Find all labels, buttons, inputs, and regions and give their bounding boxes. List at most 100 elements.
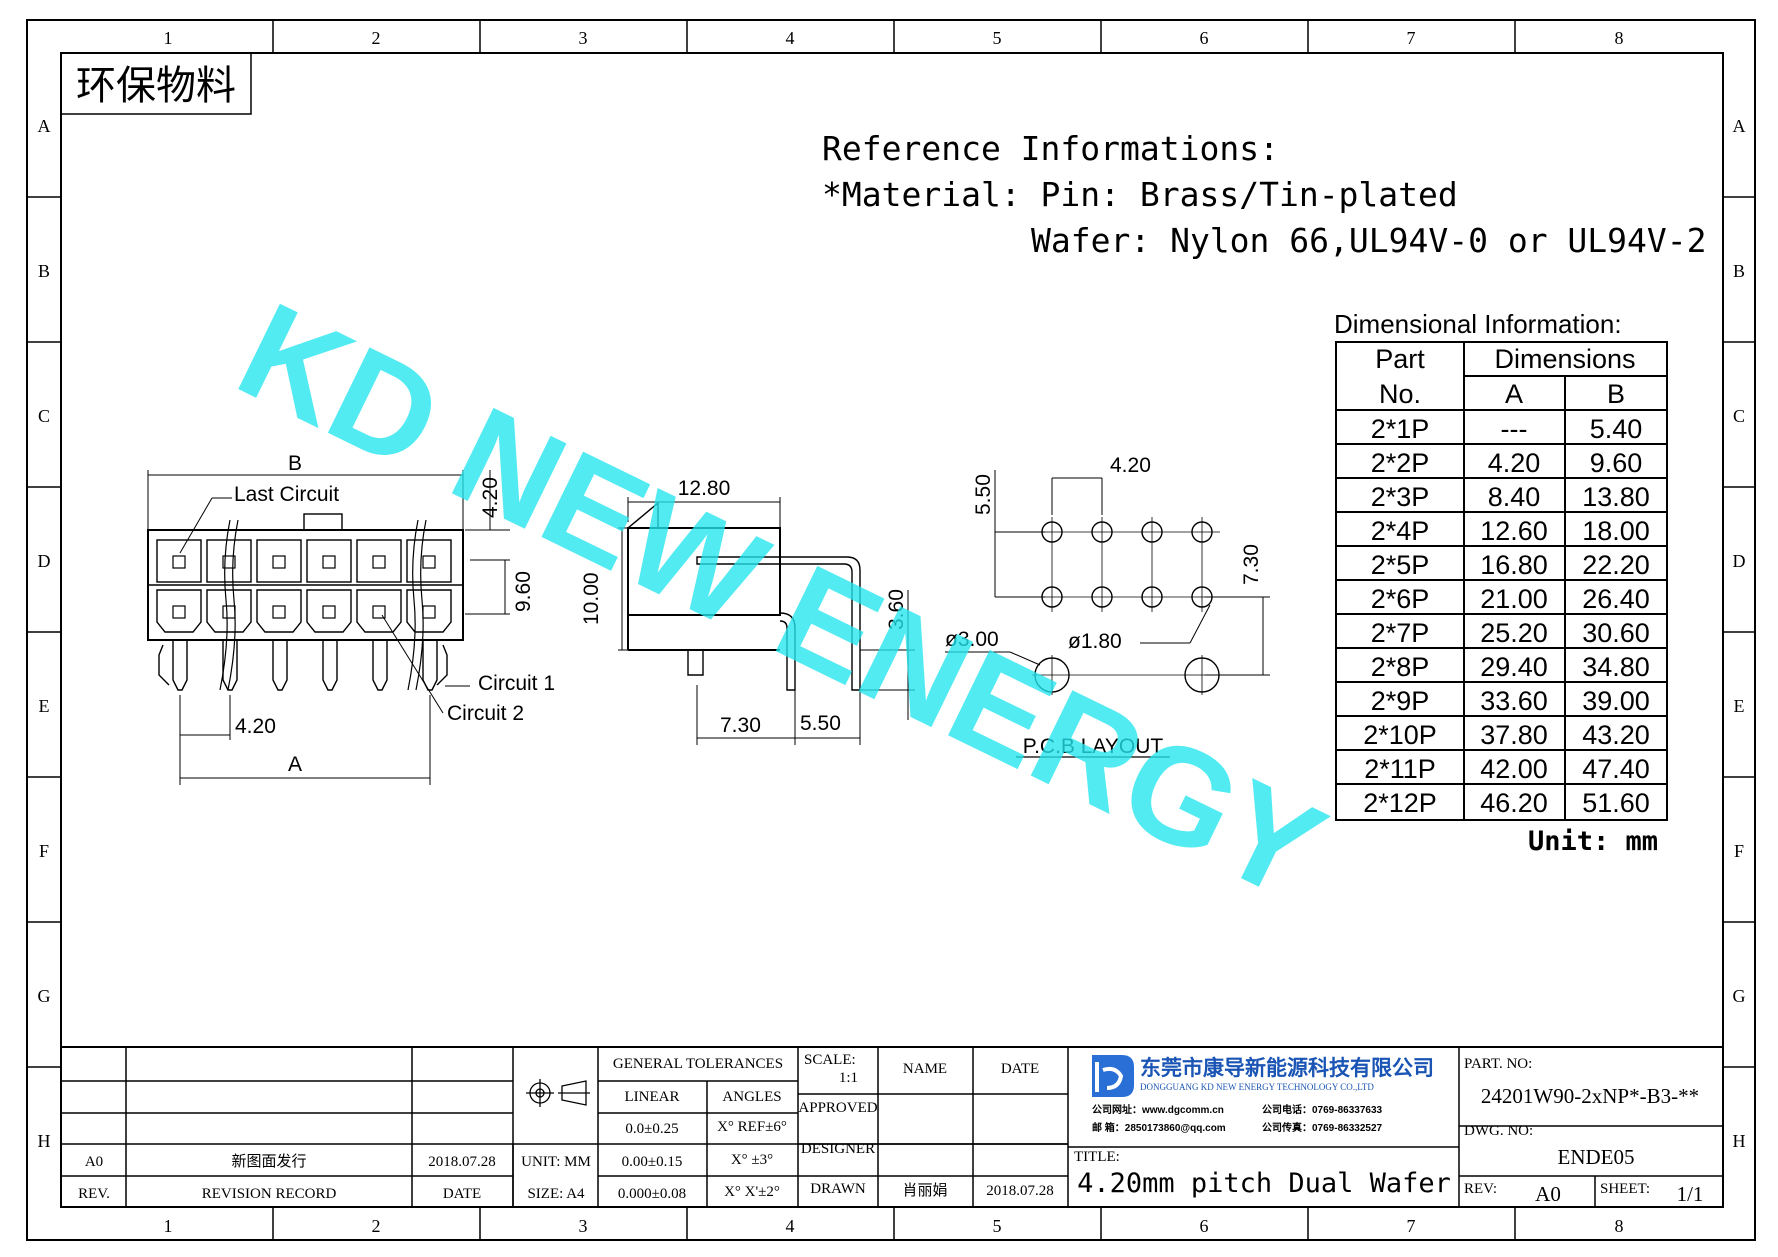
- scale-value: 1:1: [839, 1070, 858, 1086]
- dim-550-side: 5.50: [800, 712, 841, 735]
- angle-tol-2: X° ±3°: [731, 1152, 773, 1168]
- linear-tol-1: 0.0±0.25: [625, 1121, 678, 1137]
- rev-label: REV:: [1464, 1181, 1497, 1197]
- dim-960: 9.60: [512, 571, 535, 612]
- pcb-dim-phi180: ø1.80: [1068, 630, 1122, 653]
- table-row-part: 2*8P: [1371, 652, 1430, 682]
- date-col: DATE: [1001, 1061, 1039, 1077]
- row-label: E: [39, 696, 50, 716]
- unit-mm: UNIT: MM: [521, 1154, 591, 1170]
- col-label: 2: [372, 1216, 381, 1236]
- table-row-part: 2*2P: [1371, 448, 1430, 478]
- col-label: 5: [993, 1216, 1002, 1236]
- pcb-dim-730: 7.30: [1240, 544, 1263, 585]
- drawn-name: 肖丽娟: [902, 1182, 947, 1199]
- material-line: *Material: Pin: Brass/Tin-plated: [822, 175, 1458, 214]
- company-cn: 东莞市康导新能源科技有限公司: [1140, 1056, 1434, 1080]
- front-cavities: [156, 539, 452, 633]
- row-labels: A B C D E F G H A B C D E F G H: [38, 116, 1746, 1151]
- front-leads: [158, 640, 448, 691]
- table-row-part: 2*1P: [1371, 414, 1430, 444]
- rev-record-text: 新图面发行: [231, 1153, 306, 1170]
- pcb-dim-420: 4.20: [1110, 454, 1151, 477]
- table-row-part: 2*11P: [1364, 754, 1436, 784]
- table-row-a: 16.80: [1480, 550, 1548, 580]
- angle-tol-3: X° X'±2°: [724, 1184, 780, 1200]
- row-label: E: [1734, 696, 1745, 716]
- column-labels: 1 2 3 4 5 6 7 8 1 2 3 4 5 6 7 8: [164, 28, 1624, 1236]
- table-row-part: 2*7P: [1371, 618, 1430, 648]
- table-row-a: 29.40: [1480, 652, 1548, 682]
- col-label: 7: [1407, 1216, 1416, 1236]
- row-label: C: [1733, 406, 1745, 426]
- table-row-b: 18.00: [1582, 516, 1650, 546]
- row-label: A: [38, 116, 51, 136]
- table-row-a: 21.00: [1480, 584, 1548, 614]
- drawing-title: 4.20mm pitch Dual Wafer: [1077, 1168, 1451, 1199]
- row-label: A: [1733, 116, 1746, 136]
- col-label: 3: [579, 1216, 588, 1236]
- table-row-part: 2*6P: [1371, 584, 1430, 614]
- watermark: KD NEW ENERGY: [217, 274, 1346, 930]
- drawn-label: DRAWN: [810, 1181, 866, 1197]
- rev-value: A0: [1535, 1182, 1561, 1206]
- pcb-dim-phi300: ø3.00: [945, 628, 999, 651]
- dim-1280: 12.80: [678, 477, 731, 500]
- scale-label: SCALE:: [804, 1052, 856, 1068]
- row-label: H: [38, 1131, 51, 1151]
- side-view-labels: 12.80 10.00 3.60 7.30 5.50: [580, 477, 908, 737]
- table-row-b: 22.20: [1582, 550, 1650, 580]
- drawn-date: 2018.07.28: [986, 1183, 1054, 1199]
- size-a4: SIZE: A4: [527, 1186, 585, 1202]
- rev-a0: A0: [85, 1154, 103, 1170]
- sheet-value: 1/1: [1677, 1182, 1704, 1206]
- table-row-b: 5.40: [1590, 414, 1643, 444]
- row-label: G: [38, 986, 51, 1006]
- col-label: 4: [786, 28, 795, 48]
- pcb-dim-550: 5.50: [972, 474, 995, 515]
- col-label: 1: [164, 1216, 173, 1236]
- dim-table-title: Dimensional Information:: [1334, 309, 1622, 339]
- table-row-a: 4.20: [1488, 448, 1541, 478]
- col-label: 4: [786, 1216, 795, 1236]
- col-label: 2: [372, 28, 381, 48]
- part-no-value: 24201W90-2xNP*-B3-**: [1481, 1084, 1699, 1108]
- linear-tol-3: 0.000±0.08: [618, 1186, 686, 1202]
- col-label: 6: [1200, 28, 1209, 48]
- col-label: 5: [993, 28, 1002, 48]
- title-label: TITLE:: [1074, 1149, 1120, 1165]
- dim-table-grid: [1335, 341, 1668, 821]
- circuit-1-label: Circuit 1: [478, 672, 555, 695]
- table-row-b: 51.60: [1582, 788, 1650, 818]
- table-row-b: 30.60: [1582, 618, 1650, 648]
- col-label: 1: [164, 28, 173, 48]
- header-b: B: [1607, 379, 1625, 409]
- designer-label: DESIGNER: [801, 1141, 875, 1157]
- row-dividers: [27, 196, 1755, 1068]
- outer-frame: [26, 19, 1756, 1241]
- table-row-a: 46.20: [1480, 788, 1548, 818]
- reference-heading: Reference Informations:: [822, 129, 1279, 168]
- row-label: G: [1733, 986, 1746, 1006]
- company-en: DONGGUANG KD NEW ENERGY TECHNOLOGY CO.,L…: [1140, 1082, 1374, 1092]
- col-label: 8: [1615, 28, 1624, 48]
- header-part: Part: [1375, 344, 1425, 374]
- dwg-no-label: DWG. NO:: [1464, 1123, 1533, 1139]
- table-row-a: ---: [1501, 414, 1528, 444]
- dim-1000: 10.00: [580, 572, 603, 625]
- table-row-b: 13.80: [1582, 482, 1650, 512]
- table-row-b: 9.60: [1590, 448, 1643, 478]
- table-row-part: 2*10P: [1363, 720, 1437, 750]
- dwg-no-value: ENDE05: [1558, 1145, 1635, 1169]
- col-revision-record: REVISION RECORD: [202, 1186, 337, 1202]
- reference-info: Reference Informations: *Material: Pin: …: [822, 129, 1707, 260]
- row-label: F: [39, 841, 49, 861]
- pcb-centerlines: [1032, 517, 1222, 695]
- approved-label: APPROVED: [798, 1100, 877, 1116]
- table-row-part: 2*5P: [1371, 550, 1430, 580]
- header-no: No.: [1379, 379, 1421, 409]
- table-row-a: 12.60: [1480, 516, 1548, 546]
- angles-label: ANGLES: [722, 1089, 781, 1105]
- dim-730-side: 7.30: [720, 714, 761, 737]
- table-row-b: 47.40: [1582, 754, 1650, 784]
